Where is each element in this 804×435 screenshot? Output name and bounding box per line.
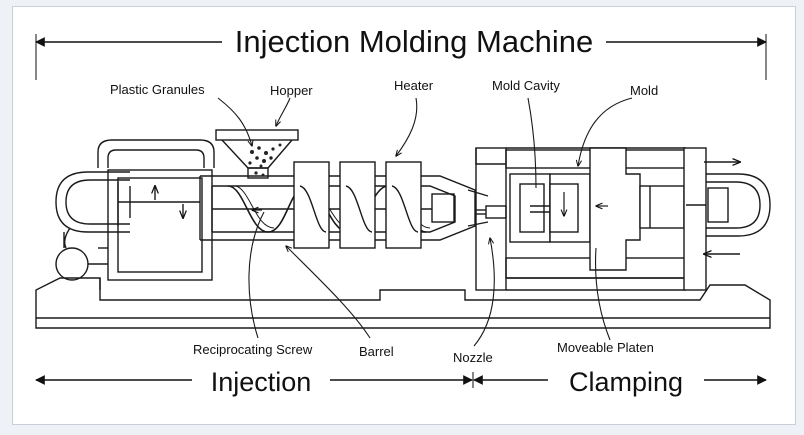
section-injection: Injection: [211, 367, 312, 397]
label-moveable-platen: Moveable Platen: [557, 340, 654, 355]
label-reciprocating-screw: Reciprocating Screw: [193, 342, 313, 357]
injection-cylinder: [55, 139, 215, 281]
label-plastic-granules: Plastic Granules: [110, 82, 205, 97]
section-dimensions: [35, 372, 767, 388]
stationary-platen: [467, 147, 507, 291]
section-clamping: Clamping: [569, 367, 683, 397]
title-dimension: [35, 34, 767, 80]
plastic-granules: [248, 143, 282, 177]
label-heater: Heater: [394, 78, 434, 93]
label-hopper: Hopper: [270, 83, 313, 98]
label-mold: Mold: [630, 83, 658, 98]
machine-base: [35, 277, 771, 329]
leader-lines: [217, 97, 633, 347]
label-mold-cavity: Mold Cavity: [492, 78, 560, 93]
mold: [509, 173, 591, 243]
moveable-platen: [589, 147, 685, 271]
heater-bands: [293, 161, 422, 249]
label-barrel: Barrel: [359, 344, 394, 359]
hopper: [215, 129, 299, 179]
label-nozzle: Nozzle: [453, 350, 493, 365]
clamp-cylinder: [683, 147, 771, 291]
barrel: [199, 175, 476, 241]
diagram-title: Injection Molding Machine: [235, 24, 593, 59]
flow-arrows: [252, 192, 608, 216]
